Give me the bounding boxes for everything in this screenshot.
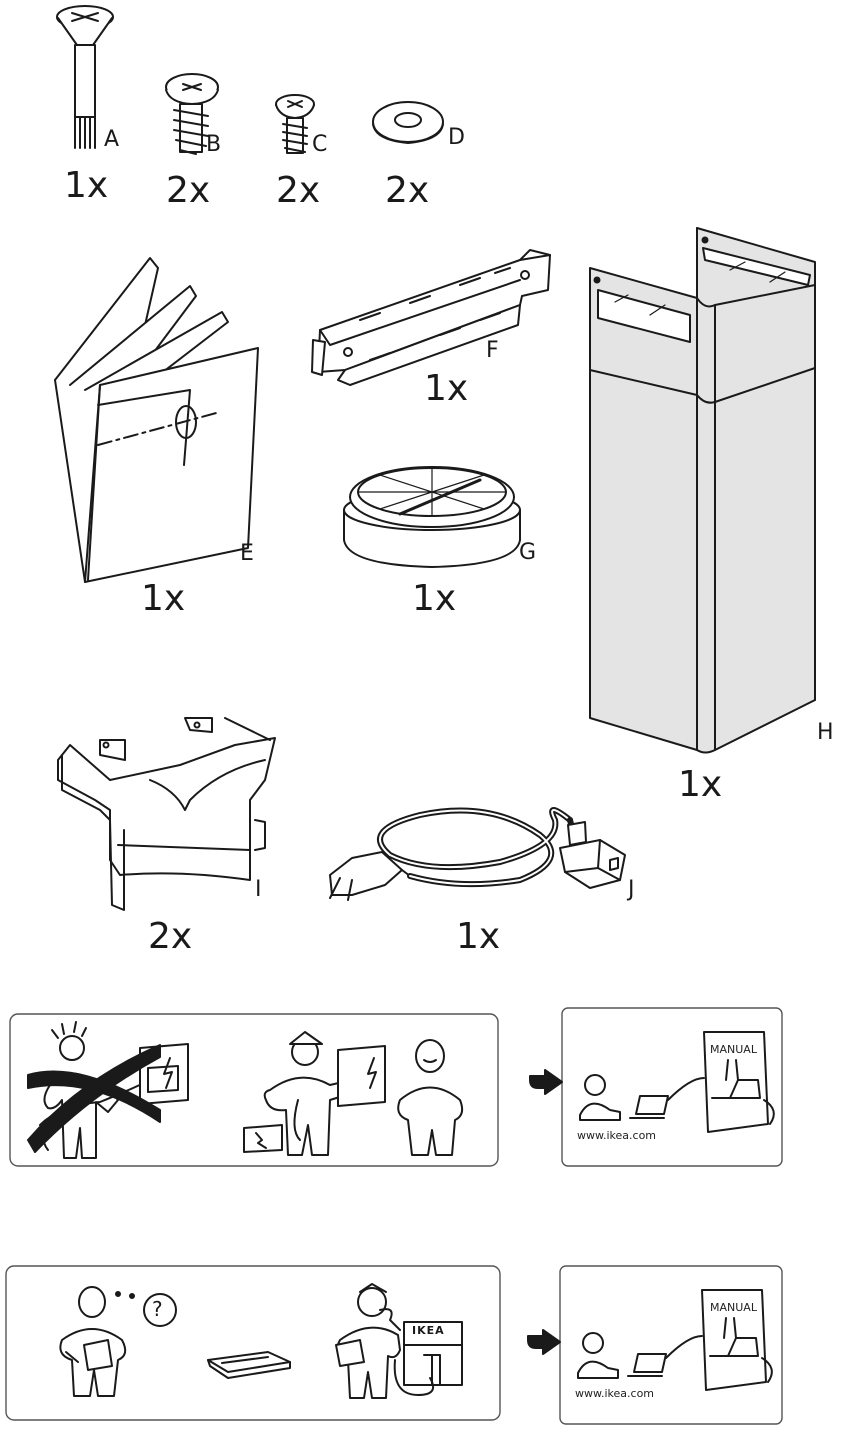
- website-url-1: www.ikea.com: [577, 1129, 657, 1142]
- part-letter-c: C: [312, 132, 328, 157]
- part-qty-c: 2x: [276, 170, 321, 211]
- question-mark-icon: ?: [152, 1297, 163, 1321]
- part-qty-f: 1x: [424, 368, 469, 409]
- part-qty-g: 1x: [412, 578, 457, 619]
- website-url-2: www.ikea.com: [575, 1387, 655, 1400]
- manual-book-icon: [703, 1031, 775, 1133]
- part-qty-a: 1x: [64, 165, 109, 206]
- part-letter-g: G: [519, 540, 537, 565]
- person-wrong-icon: [27, 1021, 189, 1159]
- screw-c-icon: [275, 94, 315, 154]
- filter-g-icon: [343, 466, 521, 568]
- part-letter-a: A: [104, 127, 120, 152]
- bracket-f-icon: [311, 249, 551, 386]
- range-hood-icon: [207, 1351, 291, 1379]
- power-cable-j-icon: [329, 807, 626, 901]
- washer-d-icon: [372, 101, 444, 144]
- part-letter-d: D: [448, 125, 465, 150]
- part-letter-i: I: [255, 877, 262, 902]
- chimney-h-icon: [589, 227, 816, 754]
- website-person-icon: [579, 1074, 705, 1121]
- part-qty-d: 2x: [385, 170, 430, 211]
- confused-person-icon: [59, 1286, 177, 1397]
- arrow-right-icon: [529, 1069, 563, 1095]
- manual-booklet-e-icon: [54, 257, 259, 583]
- part-qty-i: 2x: [148, 916, 193, 957]
- part-letter-f: F: [486, 338, 499, 363]
- electrician-icon: [243, 1031, 386, 1156]
- manual-book-icon-2: [701, 1289, 773, 1391]
- phone-person-icon: [335, 1283, 463, 1399]
- part-qty-h: 1x: [678, 764, 723, 805]
- part-qty-e: 1x: [141, 578, 186, 619]
- ikea-store-sign: IKEA: [412, 1324, 445, 1337]
- manual-label-2: MANUAL: [710, 1301, 757, 1314]
- part-letter-j: J: [628, 877, 635, 902]
- person-standing-icon: [397, 1039, 464, 1156]
- part-qty-j: 1x: [456, 916, 501, 957]
- part-qty-b: 2x: [166, 170, 211, 211]
- screw-b-icon: [165, 73, 219, 155]
- air-connector-i-icon: [57, 717, 276, 911]
- arrow-right-icon-2: [527, 1329, 561, 1355]
- part-letter-b: B: [206, 132, 222, 157]
- website-person-icon-2: [577, 1332, 703, 1379]
- screw-a-icon: [56, 5, 114, 149]
- part-letter-e: E: [240, 541, 254, 566]
- manual-label-1: MANUAL: [710, 1043, 757, 1056]
- part-letter-h: H: [817, 720, 834, 745]
